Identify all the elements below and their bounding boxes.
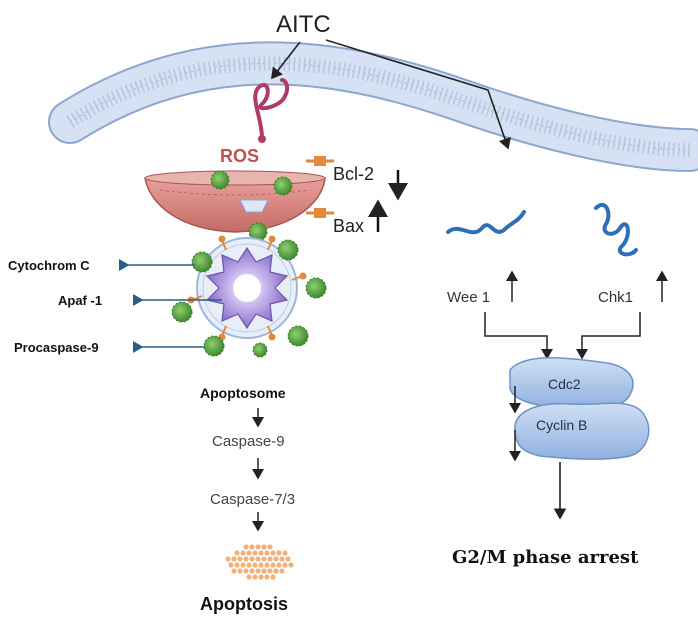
apoptotic-body-dot: [252, 550, 258, 556]
apoptotic-body-dot: [276, 550, 282, 556]
apoptotic-body-dot: [282, 562, 288, 568]
apoptotic-body-dot: [279, 556, 285, 562]
apoptotic-body-dot: [234, 550, 240, 556]
apoptotic-body-dot: [243, 568, 249, 574]
apoptosome-complex: [171, 235, 327, 358]
ros-label: ROS: [220, 146, 259, 166]
apoptotic-body-dot: [285, 556, 291, 562]
apoptotic-body-dot: [243, 556, 249, 562]
apoptotic-body-dot: [276, 562, 282, 568]
apoptotic-body-dot: [264, 562, 270, 568]
cell-membrane: [48, 41, 698, 172]
apoptotic-body-dot: [255, 568, 261, 574]
apoptotic-body-dot: [288, 562, 294, 568]
apoptotic-body-dot: [273, 556, 279, 562]
ros-anchor: [258, 135, 266, 143]
apoptotic-body-dot: [261, 556, 267, 562]
apoptotic-body-dot: [246, 574, 252, 580]
apoptotic-body-dot: [225, 556, 231, 562]
cdc2-cyclinb-complex: [509, 357, 650, 460]
apoptotic-body-dot: [252, 562, 258, 568]
bax-label: Bax: [333, 216, 364, 236]
apoptotic-body-dot: [261, 568, 267, 574]
apoptotic-body-dot: [231, 568, 237, 574]
procaspase9-label: Procaspase-9: [14, 340, 99, 355]
wee1-dna-icon: [446, 210, 526, 235]
apoptosome-label: Apoptosome: [200, 385, 286, 401]
apoptotic-body-dot: [243, 544, 249, 550]
apoptotic-body-dot: [267, 568, 273, 574]
apoptotic-body-dot: [273, 568, 279, 574]
apoptotic-body-dot: [270, 562, 276, 568]
chk1-label: Chk1: [598, 289, 633, 306]
aitc-arrows: [271, 39, 511, 150]
apoptotic-body-dot: [255, 544, 261, 550]
aitc-label: AITC: [276, 11, 331, 38]
mitochondrion: [144, 170, 326, 233]
apoptotic-body-dot: [249, 544, 255, 550]
caspase73-label: Caspase-7/3: [210, 491, 295, 508]
apoptotic-body-dot: [255, 556, 261, 562]
apoptotic-body-dot: [246, 550, 252, 556]
g2m-arrest-label: G2/M phase arrest: [452, 547, 639, 568]
apoptotic-body-dot: [261, 544, 267, 550]
wee1-to-cdc2-arrow: [484, 312, 553, 360]
bcl2-label: Bcl-2: [333, 164, 374, 184]
apoptotic-body-dot: [240, 550, 246, 556]
cytochrome-c-particles-mito: [210, 170, 293, 242]
apoptotic-body-dot: [270, 550, 276, 556]
caspase9-label: Caspase-9: [212, 433, 285, 450]
apoptotic-bodies: [225, 544, 294, 580]
apoptotic-body-dot: [252, 574, 258, 580]
apoptotic-body-dot: [279, 568, 285, 574]
apoptotic-body-dot: [264, 550, 270, 556]
apoptotic-body-dot: [264, 574, 270, 580]
cytochrome-c-label: Cytochrom C: [8, 258, 90, 273]
apoptotic-body-dot: [228, 562, 234, 568]
cyclinb-label: Cyclin B: [536, 417, 587, 433]
apoptotic-body-dot: [240, 562, 246, 568]
chk1-to-cdc2-arrow: [576, 312, 641, 360]
ros-protein: [253, 78, 290, 140]
apoptotic-body-dot: [237, 568, 243, 574]
bcl2-protein-icon: [306, 156, 334, 166]
cdc2-label: Cdc2: [548, 376, 581, 392]
apoptotic-body-dot: [267, 544, 273, 550]
apoptotic-body-dot: [282, 550, 288, 556]
apoptotic-body-dot: [258, 550, 264, 556]
apoptosis-label: Apoptosis: [200, 594, 288, 614]
apoptotic-body-dot: [249, 556, 255, 562]
chk1-dna-icon: [594, 202, 638, 257]
apoptotic-body-dot: [234, 562, 240, 568]
apoptotic-body-dot: [258, 574, 264, 580]
apoptotic-body-dot: [258, 562, 264, 568]
apoptotic-body-dot: [267, 556, 273, 562]
apoptotic-body-dot: [246, 562, 252, 568]
bax-protein-icon: [306, 208, 334, 218]
apoptotic-body-dot: [237, 556, 243, 562]
apoptotic-body-dot: [249, 568, 255, 574]
apaf1-label: Apaf -1: [58, 293, 102, 308]
apoptotic-body-dot: [231, 556, 237, 562]
apoptotic-body-dot: [270, 574, 276, 580]
wee1-label: Wee 1: [447, 289, 490, 306]
